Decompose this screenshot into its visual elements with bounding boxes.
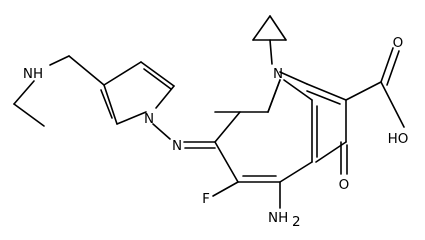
bond-layer xyxy=(13,15,405,209)
molecule-structure: NH N N N F NH 2 O O HO xyxy=(13,15,409,228)
bond-pyrrole-c3-c4 xyxy=(103,61,142,86)
bond-pyrrole-n-imine-n xyxy=(152,123,171,140)
atom-label-amine-nh: NH xyxy=(23,66,43,82)
atom-label-amino: NH xyxy=(268,210,288,226)
atom-label-fluoro: F xyxy=(202,191,210,207)
bond-pyrrole-n-c2 xyxy=(116,111,147,125)
bond-c7-c8 xyxy=(214,111,241,143)
bond-pyrrole-c5-n xyxy=(155,85,175,109)
bond-pyrrole-c2-c3 xyxy=(103,84,118,125)
atom-label-acid-o: O xyxy=(393,35,404,51)
bond-cyclopropyl-n xyxy=(269,39,273,65)
bond-cooh-o-double xyxy=(386,50,400,86)
bond-cyclopropyl-b xyxy=(252,15,271,41)
bond-pyrrole-c4-c5 xyxy=(140,61,175,87)
bond-c6-f xyxy=(212,181,239,197)
label-layer: NH N N N F NH 2 O O HO xyxy=(23,35,409,228)
bond-c7-c6 xyxy=(214,141,239,183)
atom-label-pyrrole-n: N xyxy=(144,111,154,127)
bond-nh-ch2 xyxy=(13,80,35,105)
bond-pyrrole-c4-c5-double xyxy=(143,68,172,90)
bond-cooh-oh xyxy=(380,81,405,128)
atom-label-amino-subscript: 2 xyxy=(292,214,301,228)
bond-c8-c8a-link xyxy=(267,79,281,113)
bond-ch2-nh xyxy=(49,55,70,66)
atom-label-ring-n: N xyxy=(273,66,283,82)
bond-c8a-n1 xyxy=(283,79,313,101)
bond-cooh-o xyxy=(380,47,394,83)
atom-label-hydroxyl: HO xyxy=(388,131,409,147)
atom-label-keto-o: O xyxy=(339,177,350,193)
bond-pyrrole-c2-c3-double xyxy=(100,89,113,119)
bond-ethyl xyxy=(13,103,45,127)
bond-cyclopropyl-c xyxy=(269,15,287,41)
bond-c2-c3-double xyxy=(306,90,341,105)
bond-pyrrole-ch2 xyxy=(68,55,105,86)
bond-c3-cooh xyxy=(345,81,382,101)
bond-c2-c3 xyxy=(306,83,347,101)
bond-c5-c4a xyxy=(279,161,313,183)
bond-n1-c2 xyxy=(279,71,308,85)
atom-label-imine-n: N xyxy=(172,138,182,154)
